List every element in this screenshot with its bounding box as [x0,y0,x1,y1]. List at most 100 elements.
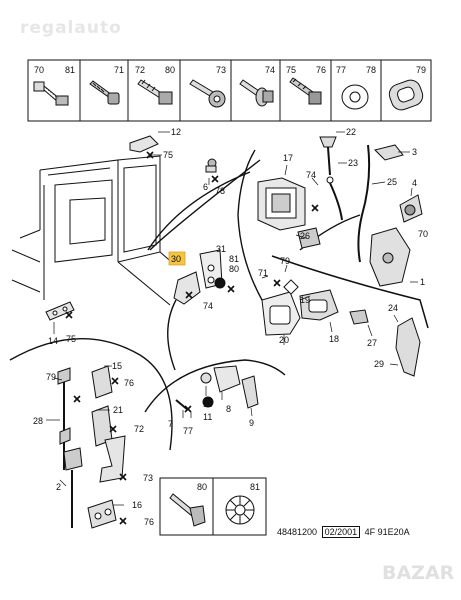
callout-70: 70 [418,229,428,239]
drawing-reference: 48481200 02/2001 4F 91E20A [277,526,410,538]
toothed-lock-washer-icon [225,495,255,525]
inner-handle [299,289,339,321]
callout-4: 4 [412,178,417,188]
outer-handle-assembly [257,177,306,231]
callout-27: 27 [367,338,377,348]
small-bolt [175,399,189,411]
rubber-buffer [200,372,212,384]
callout-78: 78 [215,186,225,196]
callout-1: 1 [420,277,425,287]
upper-hinge-bracket [129,135,159,153]
key-cylinder [399,194,423,223]
callout-8: 8 [226,404,231,414]
callout-25: 25 [387,177,397,187]
lock-actuator-cable [271,255,429,329]
callout-74b: 74 [203,301,213,311]
callout-26: 26 [300,231,310,241]
cable-clip [349,309,369,325]
latch-cover [395,317,421,377]
legend-label-71: 71 [114,65,124,75]
hinge-pin [205,158,217,173]
lower-latch [63,447,83,471]
callout-22: 22 [346,127,356,137]
callout-75b: 75 [66,334,76,344]
callout-18: 18 [329,334,339,344]
inner-handle-bezel [261,291,301,336]
locking-button-rod [319,136,343,221]
callout-16: 16 [132,500,142,510]
callout-79: 79 [280,256,290,266]
callout-76b: 76 [144,517,154,527]
washer-nut [202,396,214,408]
grommet-icon [388,79,424,111]
callout-2: 2 [56,482,61,492]
legend-label-72: 72 [135,65,145,75]
check-link [241,375,259,409]
legend-labels: 70 81 71 72 80 73 74 75 76 77 78 79 [34,65,426,75]
callout-76: 76 [124,378,134,388]
spacer-pad [283,279,299,295]
callout-20: 20 [279,335,289,345]
callout-28: 28 [33,416,43,426]
handle-retaining-clip [297,227,321,249]
legend-label-81: 81 [65,65,75,75]
stop-bracket [213,365,241,393]
washer-icon [341,84,369,110]
callout-73: 73 [143,473,153,483]
fastener-legend-panel [27,59,432,122]
legend-label-79: 79 [416,65,426,75]
callout-15: 15 [112,361,122,371]
x-markers [65,151,319,525]
callout-80: 80 [229,264,239,274]
callout-24: 24 [388,303,398,313]
legend-label-73: 73 [216,65,226,75]
callout-17: 17 [283,153,293,163]
callout-23: 23 [348,158,358,168]
callout-11: 11 [203,412,212,422]
callout-3: 3 [412,147,417,157]
check-strap-plate [45,301,75,321]
drawing-code: 4F 91E20A [364,527,410,537]
leader-lines [46,131,418,506]
callout-21: 21 [113,405,123,415]
legend-label-76: 76 [316,65,326,75]
vehicle-body-outline [11,155,176,306]
callout-19: 19 [300,295,310,305]
callout-75: 75 [163,150,173,160]
callout-numbers: 12 75 6 78 22 23 3 17 74 25 4 26 70 1 31… [33,127,428,527]
callout-12: 12 [171,127,181,137]
legend-label-74: 74 [265,65,275,75]
callout-71: 71 [258,268,268,278]
rod-guide-bracket [374,144,404,161]
detail-label-80: 80 [197,482,207,492]
detail-box-80-81: 80 81 [159,477,267,536]
detail-label-81: 81 [250,482,260,492]
countersunk-screw-icon [169,493,206,527]
callout-30-highlight: 30 [168,251,186,266]
callout-6: 6 [203,182,208,192]
callout-29: 29 [374,359,384,369]
callout-7: 7 [168,419,173,429]
upper-door-hinge [91,365,113,399]
striker-bracket [173,249,226,305]
callout-30: 30 [171,254,181,264]
watermark-regalauto: regalauto [20,18,122,38]
socket-screw-icon [189,79,226,108]
legend-label-75: 75 [286,65,296,75]
part-number: 48481200 [277,527,318,537]
striker-plate [87,499,117,529]
threaded-stud-icon [289,77,322,105]
flanged-screw-icon [239,79,274,107]
callout-72: 72 [134,424,144,434]
callout-74: 74 [306,170,316,180]
guide-curves [9,149,361,451]
legend-label-77: 77 [336,65,346,75]
callout-31: 31 [216,244,226,254]
door-check-bracket [99,435,126,483]
callout-10: 10 [203,399,213,409]
callout-79b: 79 [46,372,56,382]
legend-label-78: 78 [366,65,376,75]
legend-label-80: 80 [165,65,175,75]
callout-81: 81 [229,254,239,264]
